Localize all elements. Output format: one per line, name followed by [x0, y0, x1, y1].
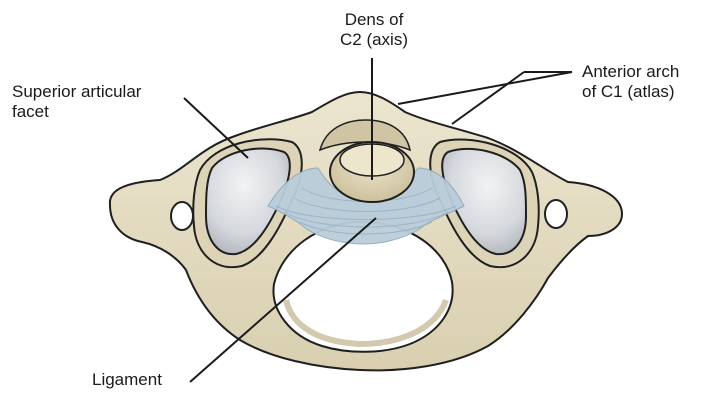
anterior-arch-leader-line-lower	[452, 72, 524, 124]
superior-facet-label-line2: facet	[12, 102, 141, 122]
superior-articular-facet-label: Superior articular facet	[12, 82, 141, 122]
anterior-arch-label: Anterior arch of C1 (atlas)	[582, 62, 679, 102]
dens-label-line2: C2 (axis)	[314, 30, 434, 50]
anterior-arch-label-line1: Anterior arch	[582, 62, 679, 82]
ligament-label: Ligament	[92, 370, 162, 390]
superior-facet-label-line1: Superior articular	[12, 82, 141, 102]
left-transverse-foramen	[171, 202, 193, 230]
dens-label: Dens of C2 (axis)	[314, 10, 434, 50]
ligament-label-line1: Ligament	[92, 370, 162, 390]
anterior-arch-label-line2: of C1 (atlas)	[582, 82, 679, 102]
right-transverse-foramen	[545, 200, 567, 228]
dens-label-line1: Dens of	[314, 10, 434, 30]
